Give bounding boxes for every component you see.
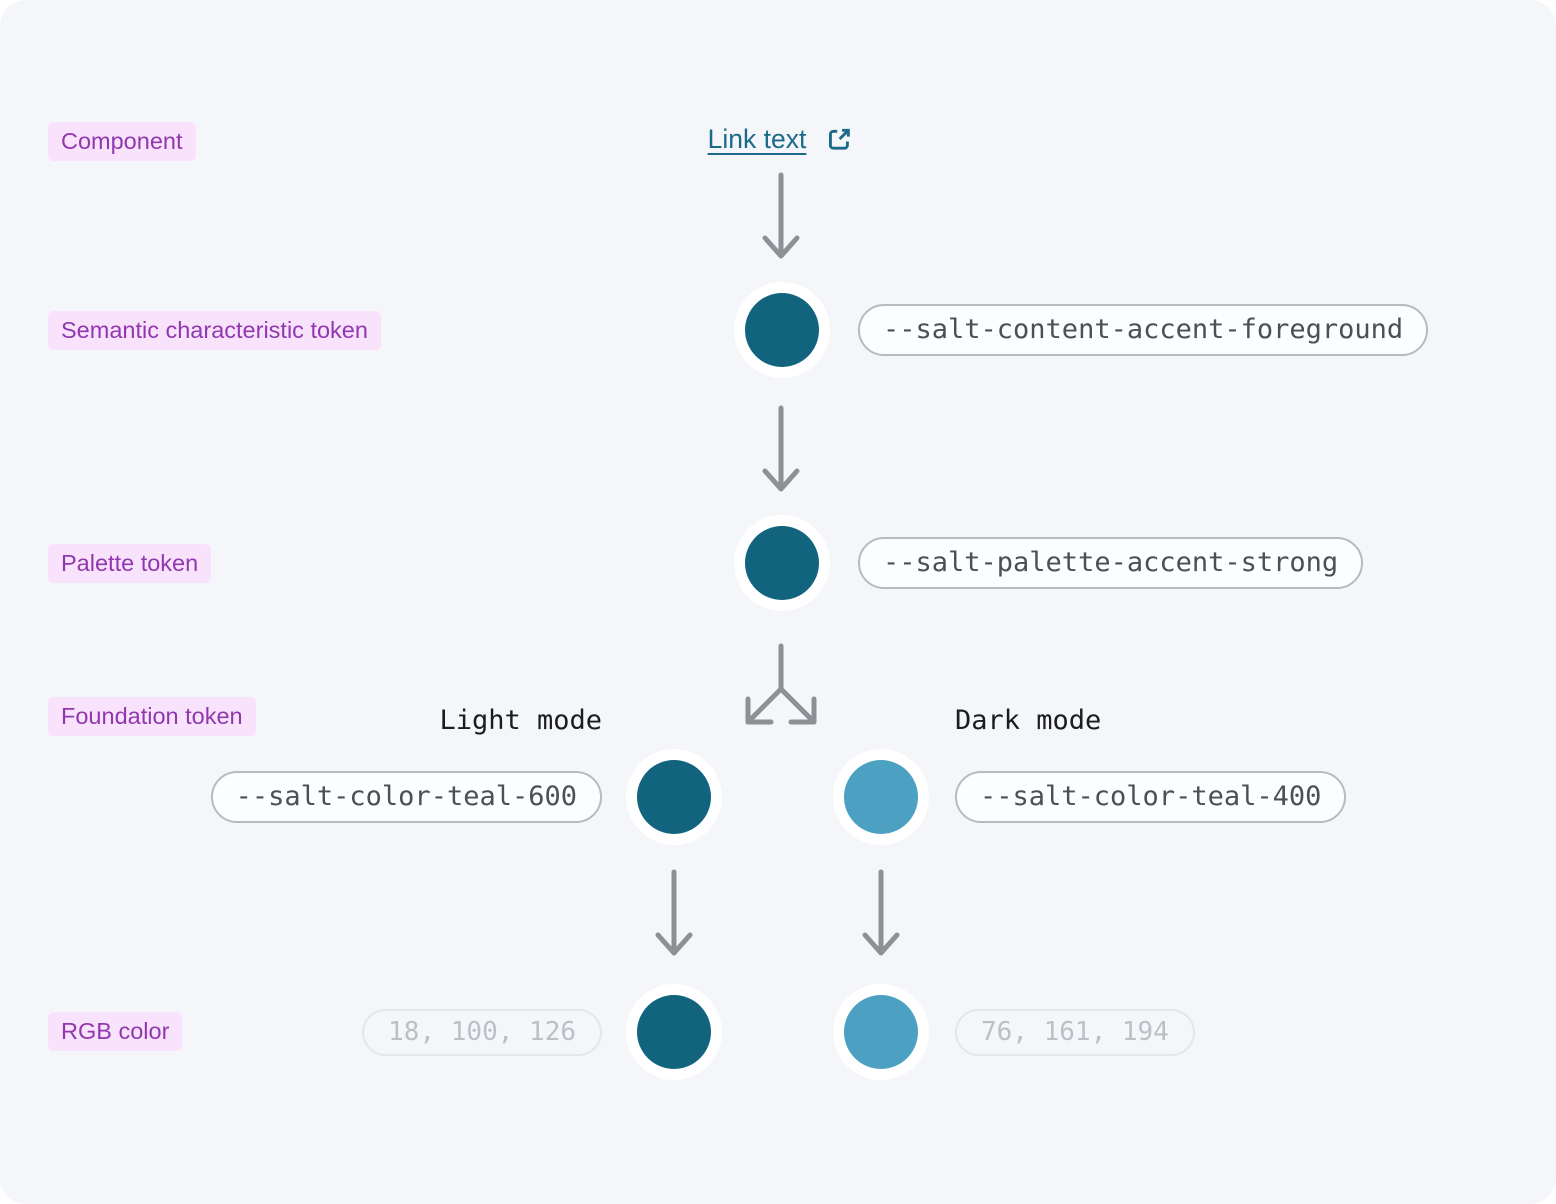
light-mode-label: Light mode (439, 705, 602, 736)
semantic-token-swatch (734, 282, 830, 378)
arrow-palette-branch (745, 643, 817, 725)
semantic-token-pill: --salt-content-accent-foreground (858, 304, 1429, 356)
teal-400-circle (844, 760, 918, 834)
external-link-icon (828, 128, 850, 150)
palette-token-pill: --salt-palette-accent-strong (858, 537, 1364, 589)
foundation-light-swatch (626, 749, 722, 845)
dark-mode-label: Dark mode (955, 705, 1102, 736)
rgb-light-value-pill: 18, 100, 126 (362, 1009, 602, 1056)
teal-600-circle (637, 760, 711, 834)
arrow-foundation-dark-to-rgb (862, 869, 900, 956)
chip-component: Component (48, 122, 196, 161)
chip-foundation-token: Foundation token (48, 697, 256, 736)
chip-rgb-color: RGB color (48, 1012, 183, 1051)
chip-palette-token: Palette token (48, 544, 212, 583)
teal-600-circle (745, 293, 819, 367)
arrow-semantic-to-palette (762, 405, 800, 492)
teal-600-circle (637, 995, 711, 1069)
foundation-light-token-pill: --salt-color-teal-600 (210, 771, 602, 823)
foundation-dark-swatch (833, 749, 929, 845)
chip-semantic-characteristic-token: Semantic characteristic token (48, 311, 381, 350)
teal-400-circle (844, 995, 918, 1069)
foundation-dark-token-pill: --salt-color-teal-400 (955, 771, 1347, 823)
palette-token-swatch (734, 515, 830, 611)
rgb-dark-swatch (833, 984, 929, 1080)
component-link-row: Link text (708, 120, 855, 158)
arrow-foundation-light-to-rgb (655, 869, 693, 956)
teal-600-circle (745, 526, 819, 600)
component-link[interactable]: Link text (707, 124, 807, 154)
rgb-dark-value-pill: 76, 161, 194 (955, 1009, 1195, 1056)
rgb-light-swatch (626, 984, 722, 1080)
arrow-component-to-semantic (762, 172, 800, 259)
